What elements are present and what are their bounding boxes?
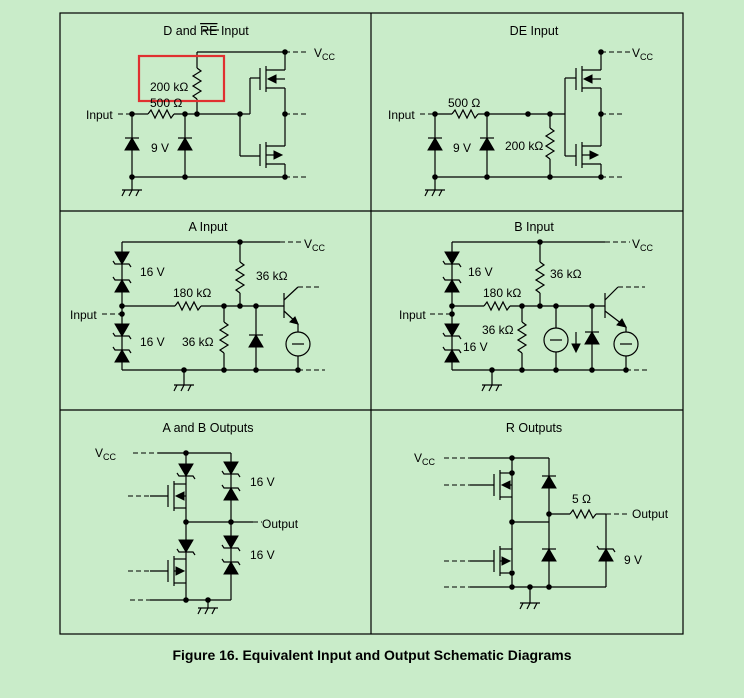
resistor-200k-label: 200 kΩ [505,139,543,153]
zener-label: 9 V [453,141,471,155]
resistor-36k-bottom-label: 36 kΩ [482,323,514,337]
resistor-500-label: 500 Ω [150,96,182,110]
resistor-180k-label: 180 kΩ [173,286,211,300]
resistor-36k-top-label: 36 kΩ [550,267,582,281]
panel-1-title: D and RE Input [163,24,249,38]
panel-2-title: DE Input [510,24,559,38]
vcc-label: VCC [414,451,436,467]
figure-caption: Figure 16. Equivalent Input and Output S… [172,647,571,663]
input-label: Input [399,308,426,322]
resistor-36k-top-label: 36 kΩ [256,269,288,283]
panel-4-title: B Input [514,220,554,234]
resistor-200k-label: 200 kΩ [150,80,188,94]
output-label: Output [632,507,669,521]
highlight-box [137,54,226,103]
output-label: Output [262,517,299,531]
panel-5-title: A and B Outputs [162,421,253,435]
panel-de-input: DE Input VCC Input 500 Ω 9 V [388,24,654,197]
panel-6-title: R Outputs [506,421,562,435]
zener-16v-top-label: 16 V [250,475,275,489]
panel-3-title: A Input [189,220,228,234]
panel-a-b-outputs: A and B Outputs VCC 16 V 16 V Output [95,421,299,615]
vcc-label: VCC [304,237,326,253]
resistor-36k-bottom-label: 36 kΩ [182,335,214,349]
panel-d-re-input: D and RE Input VCC 200 kΩ 500 Ω Input [86,24,336,197]
panel-grid [59,12,684,635]
vcc-label: VCC [314,46,336,62]
resistor-180k-label: 180 kΩ [483,286,521,300]
input-label: Input [388,108,415,122]
input-label: Input [86,108,113,122]
zener-16v-top-label: 16 V [468,265,493,279]
resistor-5-label: 5 Ω [572,492,591,506]
panel-a-input: A Input VCC 16 V 16 V Input 180 kΩ 36 kΩ… [70,220,326,392]
vcc-label: VCC [632,237,654,253]
vcc-label: VCC [632,46,654,62]
zener-16v-bottom-label: 16 V [250,548,275,562]
vcc-label: VCC [95,446,117,462]
zener-label: 9 V [624,553,642,567]
zener-16v-bottom-label: 16 V [463,340,488,354]
panel-b-input: B Input VCC 16 V 16 V Input 180 kΩ 36 kΩ… [399,220,654,392]
zener-label: 9 V [151,141,169,155]
zener-16v-bottom-label: 16 V [140,335,165,349]
input-label: Input [70,308,97,322]
panel-r-outputs: R Outputs VCC 5 Ω Output 9 V [414,421,669,610]
zener-16v-top-label: 16 V [140,265,165,279]
resistor-500-label: 500 Ω [448,96,480,110]
